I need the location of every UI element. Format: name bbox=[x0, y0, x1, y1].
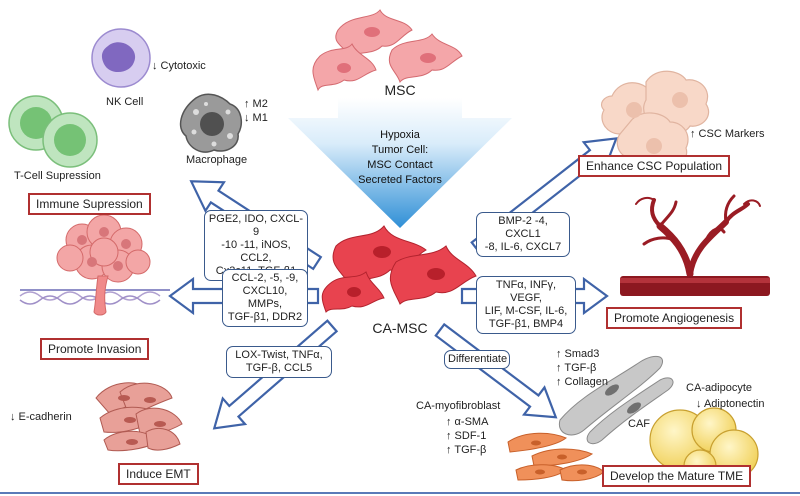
adiptonectin-label: ↓ Adiptonectin bbox=[696, 398, 765, 410]
input-conditions: Hypoxia Tumor Cell: MSC Contact Secreted… bbox=[330, 128, 470, 188]
macrophage-label: Macrophage bbox=[186, 154, 248, 166]
outcome-invasion: Promote Invasion bbox=[40, 338, 150, 360]
caf-label: CAF bbox=[628, 418, 650, 430]
arrow-to-tme bbox=[434, 322, 558, 419]
asma-label: ↑ α-SMA bbox=[446, 416, 489, 428]
msc-cell-cluster bbox=[312, 9, 463, 92]
outcome-mature-tme: Develop the Mature TME bbox=[602, 465, 752, 487]
collagen-label: ↑ Collagen bbox=[556, 376, 608, 388]
m1-label: ↓ M1 bbox=[244, 112, 268, 124]
csc-markers-label: ↑ CSC Markers bbox=[690, 128, 765, 140]
factors-invasion: CCL-2, -5, -9, CXCL10, MMPs, TGF-β1, DDR… bbox=[222, 269, 308, 327]
input-secreted-factors: Secreted Factors bbox=[358, 174, 442, 186]
factors-emt: LOX-Twist, TNFα, TGF-β, CCL5 bbox=[226, 346, 332, 378]
cytotoxic-label: ↓ Cytotoxic bbox=[152, 60, 206, 72]
input-hypoxia: Hypoxia bbox=[380, 129, 420, 141]
input-tumor-cell: Tumor Cell: bbox=[371, 144, 429, 156]
outcome-immune-suppression: Immune Supression bbox=[28, 193, 151, 215]
ca-msc-cell-cluster bbox=[321, 225, 477, 313]
invasion-cell-icon bbox=[19, 214, 170, 316]
blood-vessel-icon bbox=[635, 194, 761, 278]
outcome-enhance-csc: Enhance CSC Population bbox=[578, 155, 731, 177]
ca-adipocyte-label: CA-adipocyte bbox=[686, 382, 753, 394]
factors-csc: BMP-2 -4, CXCL1 -8, IL-6, CXCL7 bbox=[476, 212, 570, 257]
tgfb-caf-label: ↑ TGF-β bbox=[556, 362, 597, 374]
ca-myofibroblast-label: CA-myofibroblast bbox=[416, 400, 501, 412]
emt-cell-icon bbox=[95, 382, 183, 452]
ca-msc-label: CA-MSC bbox=[372, 320, 428, 336]
sdf1-label: ↑ SDF-1 bbox=[446, 430, 487, 442]
outcome-emt: Induce EMT bbox=[118, 463, 199, 485]
differentiate-label: Differentiate bbox=[444, 350, 510, 369]
nk-cell-icon bbox=[91, 28, 151, 88]
nk-cell-label: NK Cell bbox=[106, 96, 144, 108]
e-cadherin-label: ↓ E-cadherin bbox=[10, 411, 72, 423]
macrophage-icon bbox=[179, 93, 243, 153]
tgfb-myo-label: ↑ TGF-β bbox=[446, 444, 487, 456]
tcell-label: T-Cell Supression bbox=[14, 170, 101, 182]
tcell-icon bbox=[8, 95, 98, 168]
funnel-arrow bbox=[288, 98, 512, 228]
m2-label: ↑ M2 bbox=[244, 98, 268, 110]
input-msc-contact: MSC Contact bbox=[367, 159, 433, 171]
factors-angiogenesis: TNFα, INFγ, VEGF, LIF, M-CSF, IL-6, TGF-… bbox=[476, 276, 576, 334]
msc-label: MSC bbox=[384, 82, 416, 98]
outcome-angiogenesis: Promote Angiogenesis bbox=[606, 307, 743, 329]
smad3-label: ↑ Smad3 bbox=[556, 348, 600, 360]
